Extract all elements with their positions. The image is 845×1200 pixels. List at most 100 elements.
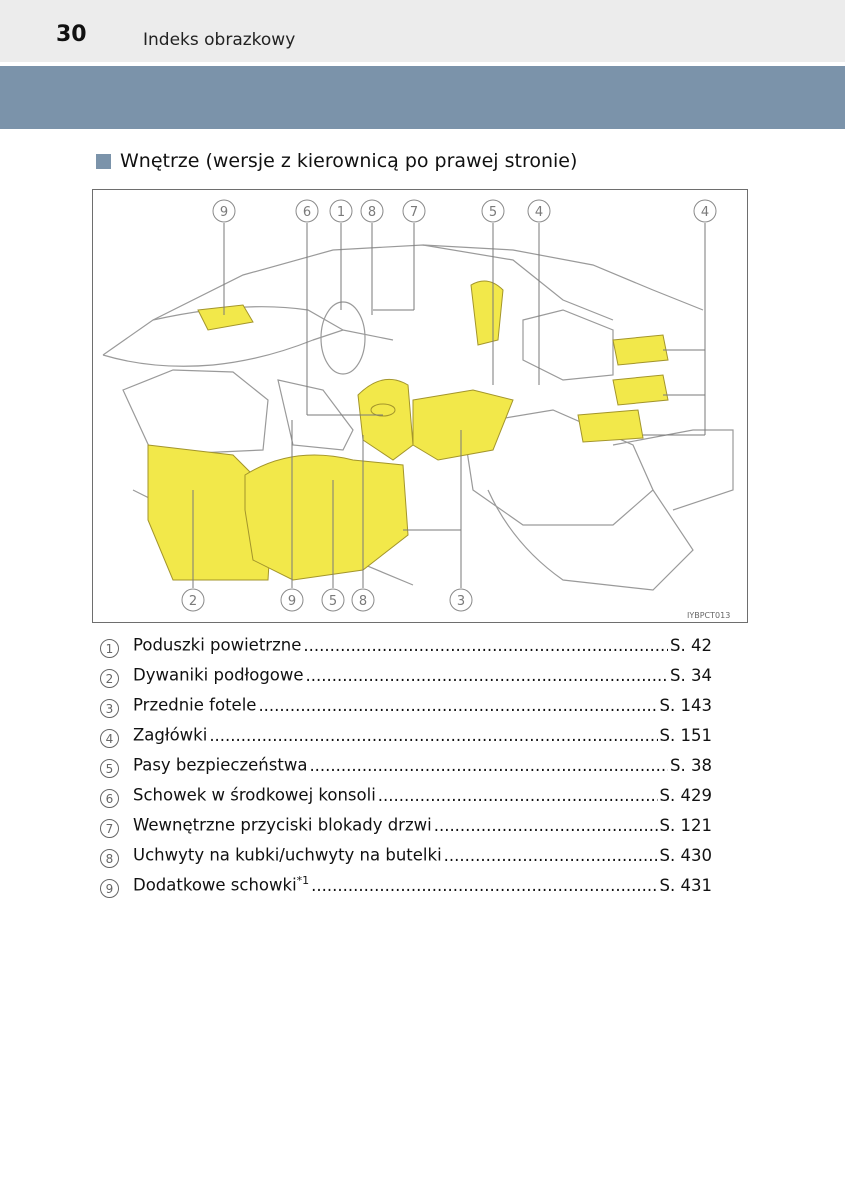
floor-mat-highlight	[147, 444, 274, 581]
item-label: Dywaniki podłogowe	[133, 665, 304, 685]
rear-headrest-3-highlight	[577, 409, 644, 443]
callout-label: 9	[220, 205, 228, 220]
callout-label: 3	[457, 594, 465, 609]
dot-leader	[209, 726, 657, 745]
dot-leader	[303, 636, 668, 655]
rear-seat-base	[487, 489, 694, 591]
item-label: Dodatkowe schowki*1	[133, 874, 310, 895]
callout-label: 1	[337, 205, 345, 220]
callout-circle-3	[449, 588, 473, 612]
callout-label: 4	[701, 205, 709, 220]
section-heading: Wnętrze (wersje z kierownicą po prawej s…	[96, 150, 577, 172]
callout-circle-9-top	[212, 199, 236, 223]
item-number-circle: 6	[100, 789, 119, 808]
page-number: 30	[56, 22, 87, 47]
item-page-ref: S. 431	[659, 875, 712, 895]
dot-leader	[258, 696, 657, 715]
header-title: Indeks obrazkowy	[143, 30, 296, 50]
list-item[interactable]: 1 Poduszki powietrzne S. 42	[100, 634, 712, 664]
list-item[interactable]: 8 Uchwyty na kubki/uchwyty na butelki S.…	[100, 844, 712, 874]
callout-circle-1	[329, 199, 353, 223]
dot-leader	[306, 666, 668, 685]
callout-label: 9	[288, 594, 296, 609]
center-stack	[277, 379, 354, 451]
item-label: Przednie fotele	[133, 695, 257, 715]
item-page-ref: S. 143	[659, 695, 712, 715]
rear-bench	[462, 409, 654, 526]
list-item[interactable]: 2 Dywaniki podłogowe S. 34	[100, 664, 712, 694]
list-item[interactable]: 9 Dodatkowe schowki*1 S. 431	[100, 874, 712, 904]
callout-circle-7	[402, 199, 426, 223]
item-number-circle: 1	[100, 639, 119, 658]
item-label: Uchwyty na kubki/uchwyty na butelki	[133, 845, 442, 865]
reference-list: 1 Poduszki powietrzne S. 42 2 Dywaniki p…	[100, 634, 712, 904]
item-number-circle: 8	[100, 849, 119, 868]
door-frame-line	[422, 244, 614, 321]
item-number-circle: 3	[100, 699, 119, 718]
interior-illustration: 9 6 1 8 7 5 4 4 2 9 5 8 3 IYBPCT013	[92, 189, 748, 623]
item-page-ref: S. 430	[659, 845, 712, 865]
callout-label: 5	[329, 594, 337, 609]
dashboard-top	[102, 329, 394, 367]
item-label: Zagłówki	[133, 725, 208, 745]
item-page-ref: S. 151	[659, 725, 712, 745]
figure-code: IYBPCT013	[687, 611, 730, 620]
callout-circle-9-bottom	[280, 588, 304, 612]
parcel-shelf	[612, 429, 734, 511]
item-page-ref: S. 121	[659, 815, 712, 835]
callout-circle-5-top	[481, 199, 505, 223]
callout-label: 2	[189, 594, 197, 609]
front-seat-right-highlight	[412, 389, 514, 461]
item-number-circle: 4	[100, 729, 119, 748]
callout-label: 6	[303, 205, 311, 220]
front-seat-back-highlight	[357, 378, 414, 461]
item-page-ref: S. 38	[670, 755, 712, 775]
front-seat-left-highlight	[244, 454, 409, 581]
section-title: Wnętrze (wersje z kierownicą po prawej s…	[120, 150, 578, 172]
list-item[interactable]: 7 Wewnętrzne przyciski blokady drzwi S. …	[100, 814, 712, 844]
callout-circle-8-bottom	[351, 588, 375, 612]
callout-circle-2	[181, 588, 205, 612]
section-banner	[0, 66, 845, 129]
callout-circle-5-bottom	[321, 588, 345, 612]
rear-door-panel	[522, 309, 614, 381]
item-number-circle: 7	[100, 819, 119, 838]
callout-label: 4	[535, 205, 543, 220]
cupholder-highlight	[370, 403, 396, 417]
rear-headrest-1-highlight	[612, 334, 669, 366]
callout-circle-6	[295, 199, 319, 223]
callout-circle-4-middle	[527, 199, 551, 223]
glovebox-highlight	[197, 304, 254, 331]
interior-drawing: 9 6 1 8 7 5 4 4 2 9 5 8 3 IYBPCT013	[102, 199, 734, 620]
list-item[interactable]: 4 Zagłówki S. 151	[100, 724, 712, 754]
dot-leader	[444, 846, 658, 865]
dot-leader	[311, 876, 657, 895]
item-label: Poduszki powietrzne	[133, 635, 302, 655]
item-number-circle: 9	[100, 879, 119, 898]
list-item[interactable]: 6 Schowek w środkowej konsoli S. 429	[100, 784, 712, 814]
list-item[interactable]: 5 Pasy bezpieczeństwa S. 38	[100, 754, 712, 784]
dot-leader	[378, 786, 658, 805]
item-page-ref: S. 34	[670, 665, 712, 685]
item-number-circle: 2	[100, 669, 119, 688]
callout-label: 7	[410, 205, 418, 220]
item-number-circle: 5	[100, 759, 119, 778]
item-page-ref: S. 429	[659, 785, 712, 805]
callout-circle-8-top	[360, 199, 384, 223]
section-marker-square	[96, 153, 111, 169]
dot-leader	[434, 816, 658, 835]
callout-circle-4-right	[693, 199, 717, 223]
item-page-ref: S. 42	[670, 635, 712, 655]
steering-wheel	[320, 301, 366, 375]
dot-leader	[309, 756, 668, 775]
dash-left-panel	[122, 369, 269, 456]
header-strip	[0, 0, 845, 62]
callout-label: 8	[359, 594, 367, 609]
list-item[interactable]: 3 Przednie fotele S. 143	[100, 694, 712, 724]
callout-label: 5	[489, 205, 497, 220]
item-label: Pasy bezpieczeństwa	[133, 755, 308, 775]
rear-headrest-2-highlight	[612, 374, 669, 406]
item-label: Schowek w środkowej konsoli	[133, 785, 376, 805]
callout-label: 8	[368, 205, 376, 220]
headrest-front-highlight	[470, 280, 504, 346]
